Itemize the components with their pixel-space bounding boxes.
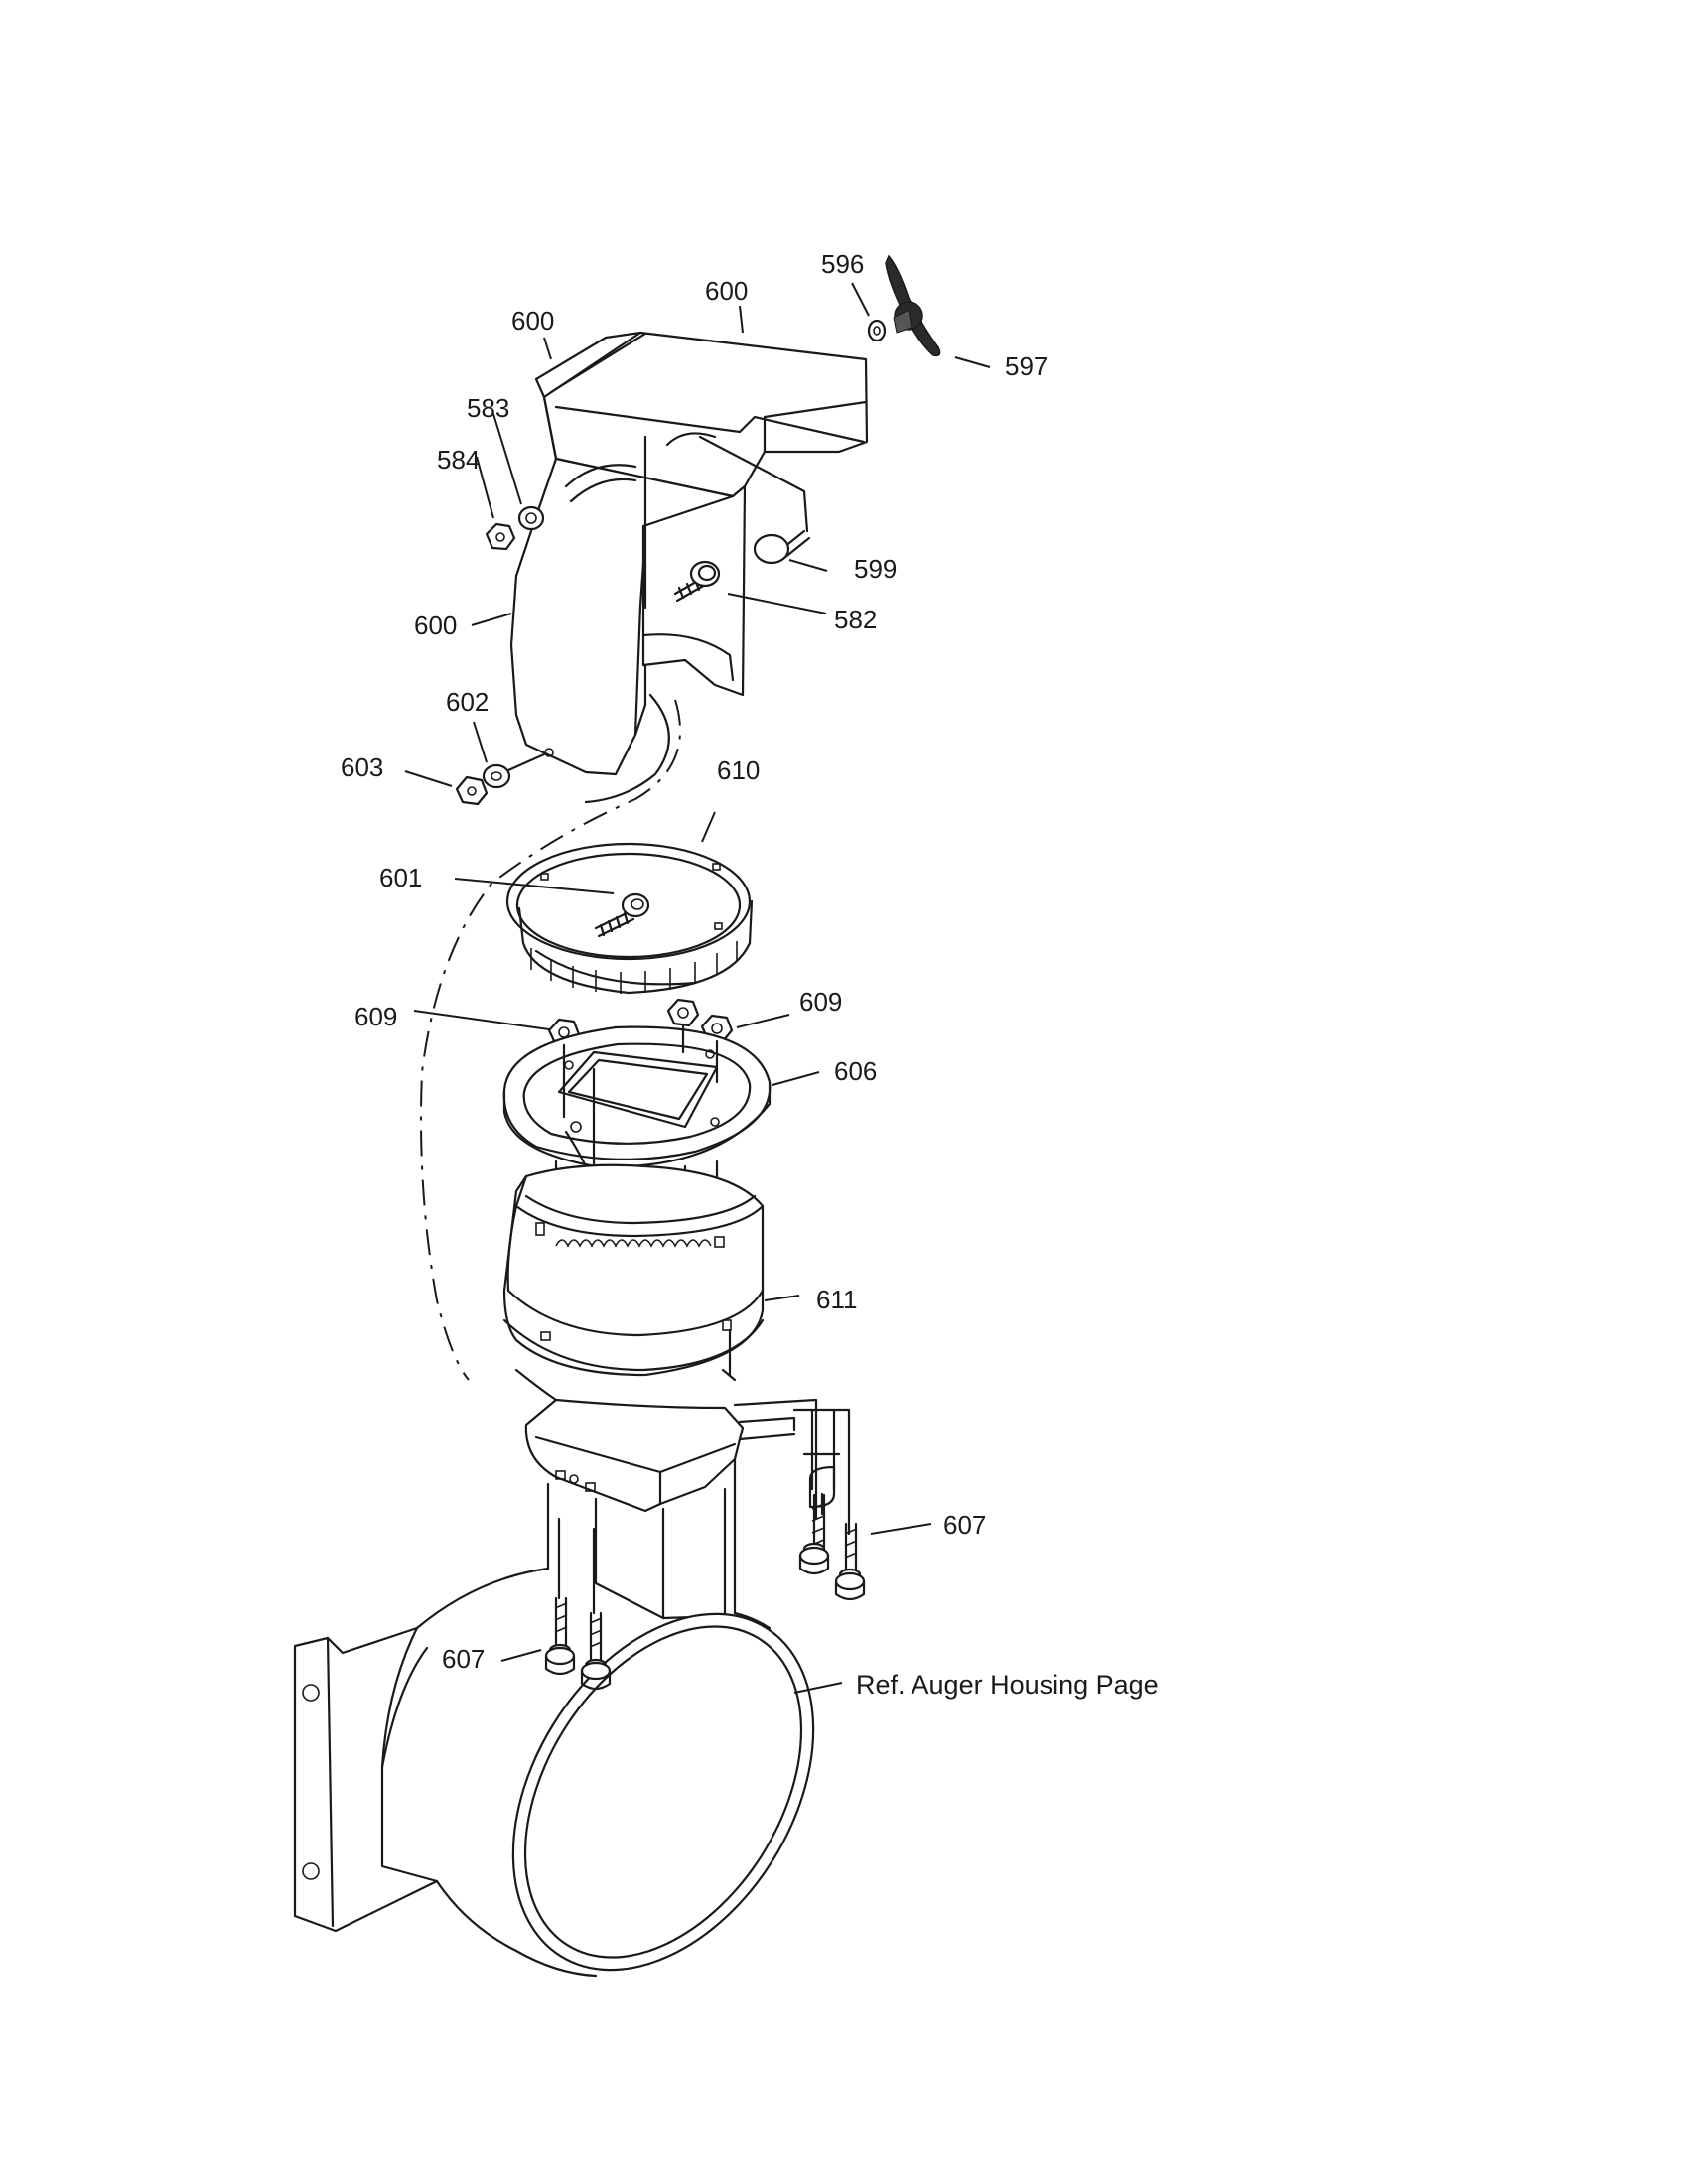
callout-583: 583 [467, 393, 509, 423]
discharge-housing-base [293, 1398, 815, 1978]
knob-599 [753, 529, 811, 565]
screw-607-b [834, 1522, 866, 1601]
nut-584 [485, 522, 516, 551]
callout-603: 603 [341, 752, 383, 782]
leader-lines [404, 282, 991, 1694]
screw-607-a [798, 1408, 841, 1575]
callout-600-body: 600 [414, 611, 457, 640]
callout-596: 596 [821, 249, 864, 279]
wing-knob-597 [885, 254, 941, 357]
callout-609-right: 609 [799, 987, 842, 1017]
nut-603 [455, 775, 489, 806]
callout-607-left: 607 [442, 1644, 485, 1674]
callout-602: 602 [446, 687, 489, 717]
gear-ring-611 [502, 1163, 765, 1407]
washer-596 [867, 319, 887, 342]
callout-600-top: 600 [705, 276, 748, 306]
nut-609-c [666, 998, 700, 1027]
washer-583 [517, 505, 545, 531]
screw-607-c [544, 1517, 576, 1676]
callout-607-right: 607 [943, 1510, 986, 1540]
callout-606: 606 [834, 1056, 877, 1086]
bolt-601 [594, 892, 650, 938]
callout-599: 599 [854, 554, 897, 584]
callout-labels: 596 600 600 597 583 584 599 582 600 602 … [341, 249, 1159, 1700]
washer-602 [482, 763, 511, 789]
callout-584: 584 [437, 445, 480, 475]
plate-ring-606 [502, 1025, 772, 1168]
callout-611: 611 [816, 1285, 857, 1314]
callout-582: 582 [834, 605, 877, 634]
callout-610: 610 [717, 755, 760, 785]
callout-601: 601 [379, 863, 422, 892]
flange-ring-610 [505, 842, 754, 995]
pivot-bolt-582 [673, 560, 721, 603]
callout-597: 597 [1005, 351, 1048, 381]
callout-609-left: 609 [354, 1002, 397, 1031]
callout-600-left: 600 [511, 306, 554, 336]
chute-deflector [509, 331, 869, 804]
screw-607-d [580, 1527, 612, 1691]
ref-auger-housing-note: Ref. Auger Housing Page [856, 1670, 1159, 1700]
